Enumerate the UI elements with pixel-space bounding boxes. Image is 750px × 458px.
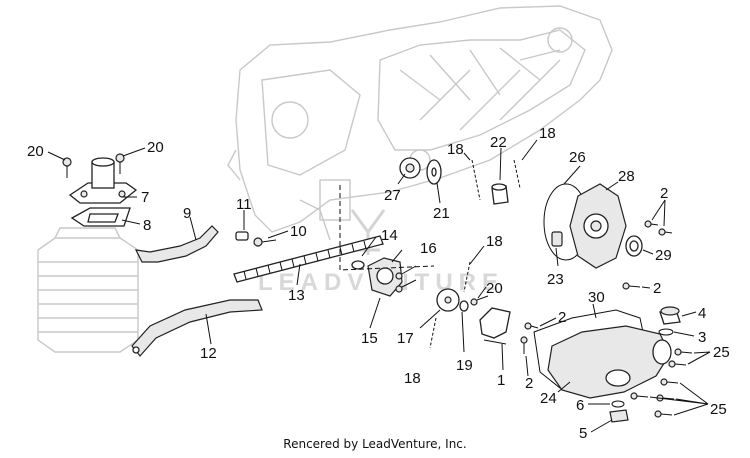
callout-21: 21 xyxy=(433,205,450,222)
part-29-seal xyxy=(625,235,643,257)
callout-12: 12 xyxy=(200,345,217,362)
part-24-housing xyxy=(547,325,672,399)
part-19-washer xyxy=(459,300,469,312)
callout-2-b: 2 xyxy=(653,280,661,297)
part-21-washer xyxy=(426,159,442,185)
part-10-bolt xyxy=(253,237,277,247)
cylinder-background xyxy=(37,227,139,353)
part-8-gasket xyxy=(70,207,131,227)
assembly-axis-line xyxy=(339,185,435,271)
callout-25-a: 25 xyxy=(713,344,730,361)
footer-credit: Rencered by LeadVenture, Inc. xyxy=(283,437,467,451)
part-11-bush xyxy=(235,231,249,241)
callout-17: 17 xyxy=(397,330,414,347)
callout-22: 22 xyxy=(490,134,507,151)
part-20-screw xyxy=(470,295,489,306)
callout-26: 26 xyxy=(569,149,586,166)
callout-3: 3 xyxy=(698,329,706,346)
callout-2-a: 2 xyxy=(660,185,668,202)
part-22-bush xyxy=(491,183,509,205)
part-4-oil-plug xyxy=(659,306,681,325)
callout-5: 5 xyxy=(579,425,587,442)
part-16-bolts xyxy=(395,265,417,293)
part-14-pin xyxy=(351,260,365,270)
callout-16: 16 xyxy=(420,240,437,257)
callout-18-c: 18 xyxy=(486,233,503,250)
callout-2-c: 2 xyxy=(558,309,566,326)
callout-18-b: 18 xyxy=(539,125,556,142)
part-13-timing-chain xyxy=(233,235,384,283)
callout-24: 24 xyxy=(540,390,557,407)
part-5-drain-plug xyxy=(609,409,629,423)
callout-29: 29 xyxy=(655,247,672,264)
part-9-chain-guide xyxy=(134,225,219,263)
part-7-chain-tensioner xyxy=(68,157,138,204)
callout-4: 4 xyxy=(698,305,706,322)
callout-2-d: 2 xyxy=(525,375,533,392)
part-17-sprocket xyxy=(436,288,460,312)
callout-9: 9 xyxy=(183,205,191,222)
part-23-clip xyxy=(551,231,563,247)
callout-20-left: 20 xyxy=(27,143,44,160)
callout-1: 1 xyxy=(497,372,505,389)
part-6-washer xyxy=(611,400,625,408)
part-1-bracket xyxy=(479,307,511,345)
part-2-screws xyxy=(520,220,673,354)
part-18-dowels xyxy=(429,159,521,349)
callout-labels: 20 20 7 8 9 11 10 14 16 13 15 12 27 21 2… xyxy=(27,125,730,442)
callout-7: 7 xyxy=(141,189,149,206)
callout-8: 8 xyxy=(143,217,151,234)
callout-25-b: 25 xyxy=(710,401,727,418)
part-20-bolts xyxy=(62,153,125,178)
callout-11: 11 xyxy=(236,196,252,213)
part-3-o-ring xyxy=(658,328,674,336)
callout-18-a: 18 xyxy=(447,141,464,158)
part-12-chain-slipper xyxy=(131,299,263,357)
callout-19: 19 xyxy=(456,357,473,374)
part-28-cover xyxy=(569,183,627,269)
callout-15: 15 xyxy=(361,330,378,347)
callout-6: 6 xyxy=(576,397,584,414)
callout-28: 28 xyxy=(618,168,635,185)
callout-30: 30 xyxy=(588,289,605,306)
crankcase-background xyxy=(227,5,613,241)
part-27-gear xyxy=(399,157,421,179)
callout-20-right: 20 xyxy=(147,139,164,156)
callout-23: 23 xyxy=(547,271,564,288)
callout-14: 14 xyxy=(381,227,398,244)
callout-27: 27 xyxy=(384,187,401,204)
callout-20-center: 20 xyxy=(486,280,503,297)
callout-13: 13 xyxy=(288,287,305,304)
leader-lines xyxy=(47,139,711,433)
callout-10: 10 xyxy=(290,223,307,240)
callout-18-d: 18 xyxy=(404,370,421,387)
